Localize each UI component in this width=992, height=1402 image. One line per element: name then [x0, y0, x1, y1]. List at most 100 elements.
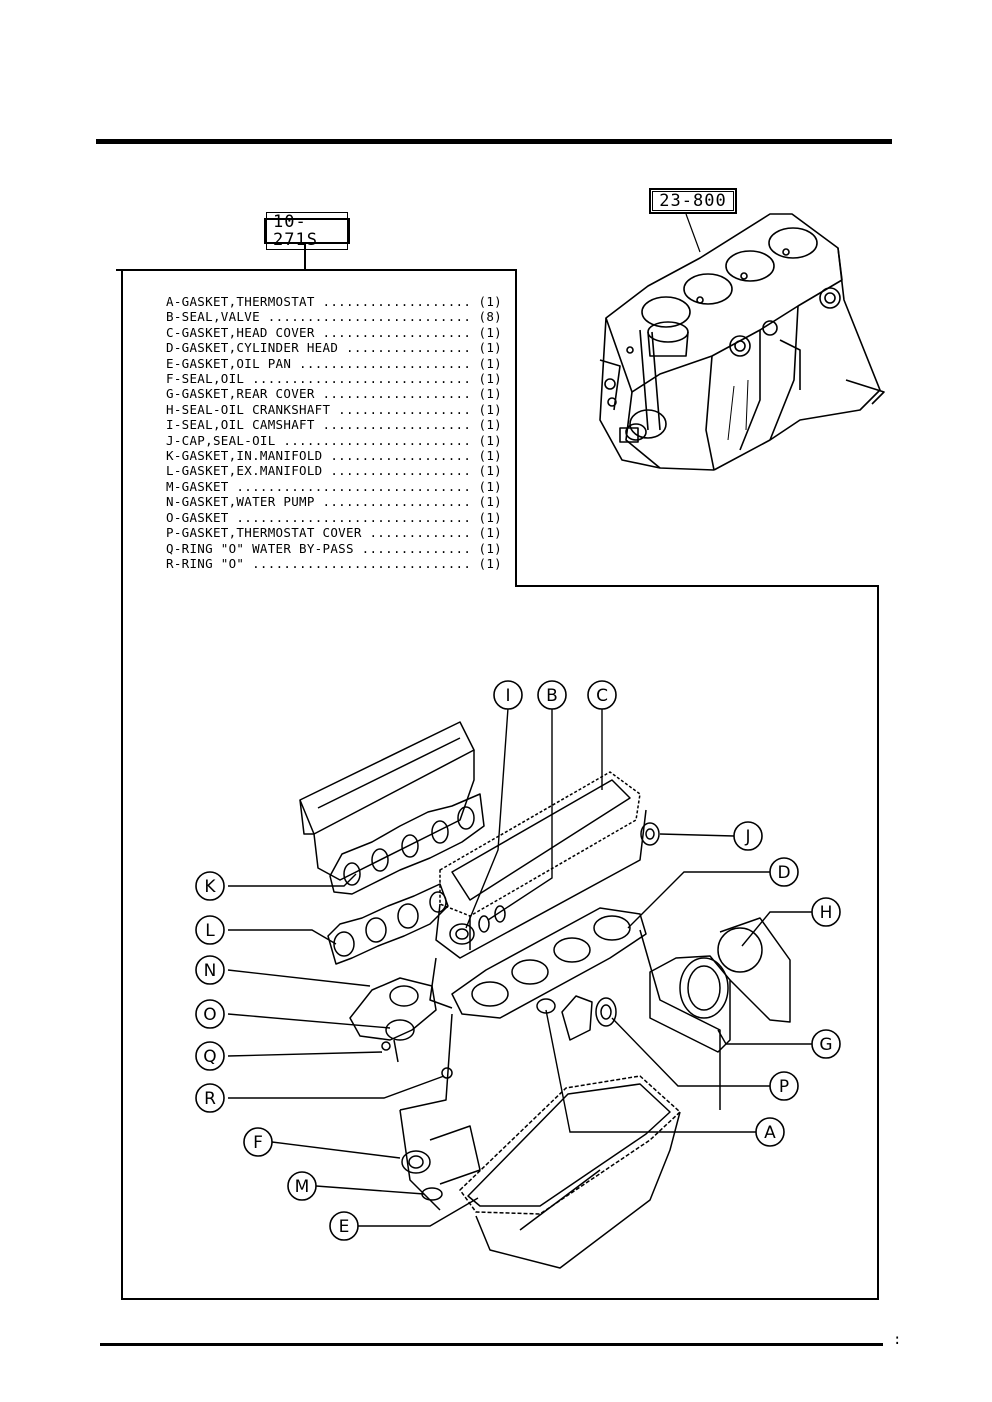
- callout-M: M: [287, 1171, 317, 1201]
- parts-list-item: F-SEAL,OIL (1): [166, 371, 502, 386]
- part-quantity: (1): [478, 386, 502, 402]
- callout-G: G: [811, 1029, 841, 1059]
- part-label: K-GASKET,IN.MANIFOLD: [166, 448, 474, 463]
- callout-J: J: [733, 821, 763, 851]
- part-label: I-SEAL,OIL CAMSHAFT: [166, 417, 474, 432]
- parts-list-item: E-GASKET,OIL PAN (1): [166, 356, 502, 371]
- cylinder-block-reference: 23-800: [649, 188, 737, 214]
- page-mark: :: [893, 1332, 902, 1348]
- parts-list-item: H-SEAL-OIL CRANKSHAFT(1): [166, 402, 502, 417]
- callout-Q: Q: [195, 1041, 225, 1071]
- part-quantity: (1): [478, 401, 502, 417]
- part-quantity: (1): [478, 340, 502, 356]
- parts-list-item: G-GASKET,REAR COVER (1): [166, 386, 502, 401]
- callout-P: P: [769, 1071, 799, 1101]
- leader-K: [228, 873, 357, 887]
- svg-text:G: G: [819, 1035, 832, 1055]
- parts-list-item: B-SEAL,VALVE (8): [166, 309, 502, 324]
- leader-G: [717, 1029, 812, 1045]
- part-label: E-GASKET,OIL PAN: [166, 356, 474, 371]
- leader-M: [315, 1185, 425, 1195]
- leader-J: [659, 833, 735, 837]
- part-quantity: (1): [478, 494, 502, 510]
- parts-list-item: M-GASKET(1): [166, 479, 502, 494]
- part-quantity: (1): [478, 540, 502, 556]
- callout-I: I: [493, 680, 523, 710]
- svg-text:M: M: [295, 1177, 310, 1197]
- parts-list-item: N-GASKET,WATER PUMP (1): [166, 494, 502, 509]
- part-quantity: (1): [478, 294, 502, 309]
- parts-list-item: I-SEAL,OIL CAMSHAFT (1): [166, 417, 502, 432]
- part-label: G-GASKET,REAR COVER: [166, 386, 474, 401]
- callout-circles: I B C J D K H L N O G Q P R A F M E: [195, 680, 841, 1241]
- parts-list-item: J-CAP,SEAL-OIL (1): [166, 433, 502, 448]
- part-label: P-GASKET,THERMOSTAT COVER: [166, 525, 474, 540]
- leader-R: [228, 1075, 445, 1099]
- svg-text:I: I: [505, 686, 510, 706]
- parts-list-item: C-GASKET,HEAD COVER(1): [166, 325, 502, 340]
- callout-O: O: [195, 999, 225, 1029]
- part-label: F-SEAL,OIL: [166, 371, 474, 386]
- svg-text:R: R: [204, 1089, 216, 1109]
- part-label: C-GASKET,HEAD COVER: [166, 325, 474, 340]
- kit-frame: [116, 269, 879, 1300]
- callout-K: K: [195, 871, 225, 901]
- callout-N: N: [195, 955, 225, 985]
- svg-text:E: E: [339, 1217, 350, 1237]
- parts-list-item: D-GASKET,CYLINDER HEAD(1): [166, 340, 502, 355]
- part-quantity: (1): [478, 463, 502, 479]
- leader-L: [228, 929, 337, 945]
- parts-list-item: P-GASKET,THERMOSTAT COVER (1): [166, 525, 502, 540]
- callout-B: B: [537, 680, 567, 710]
- callout-D: D: [769, 857, 799, 887]
- part-quantity: (1): [478, 448, 502, 464]
- part-label: O-GASKET: [166, 510, 474, 525]
- leader-P: [611, 1017, 770, 1087]
- parts-list-item: K-GASKET,IN.MANIFOLD (1): [166, 448, 502, 463]
- parts-list-item: Q-RING "O" WATER BY-PASS (1): [166, 541, 502, 556]
- parts-list-item: R-RING "O" (1): [166, 556, 502, 571]
- part-label: R-RING "O": [166, 556, 474, 571]
- leader-H: [741, 911, 812, 947]
- parts-list: A-GASKET,THERMOSTAT(1)B-SEAL,VALVE(8)C-G…: [166, 294, 502, 571]
- svg-text:P: P: [779, 1077, 789, 1097]
- part-label: Q-RING "O" WATER BY-PASS: [166, 541, 474, 556]
- svg-text:K: K: [204, 877, 216, 897]
- part-quantity: (1): [478, 432, 502, 448]
- part-quantity: (1): [478, 525, 502, 541]
- svg-text:B: B: [546, 686, 558, 706]
- svg-text:A: A: [764, 1123, 776, 1143]
- parts-list-item: L-GASKET,EX.MANIFOLD(1): [166, 463, 502, 478]
- callout-E: E: [329, 1211, 359, 1241]
- part-label: A-GASKET,THERMOSTAT: [166, 294, 474, 309]
- part-quantity: (8): [478, 309, 502, 325]
- leader-D: [627, 871, 770, 929]
- leader-Q: [227, 1051, 383, 1057]
- callout-C: C: [587, 680, 617, 710]
- part-quantity: (1): [478, 478, 502, 494]
- gasket-set-illustration: [299, 721, 791, 1269]
- part-label: J-CAP,SEAL-OIL: [166, 433, 474, 448]
- callout-leaders: [227, 707, 812, 1227]
- leader-E: [358, 1197, 479, 1227]
- svg-text:H: H: [820, 903, 833, 923]
- part-quantity: (1): [478, 371, 502, 387]
- leader-O: [227, 1013, 391, 1029]
- part-label: N-GASKET,WATER PUMP: [166, 494, 474, 509]
- svg-text:F: F: [253, 1133, 263, 1153]
- callout-L: L: [195, 915, 225, 945]
- part-quantity: (1): [478, 555, 502, 571]
- cylinder-block-illustration: [599, 213, 885, 471]
- callout-F: F: [243, 1127, 273, 1157]
- callout-H: H: [811, 897, 841, 927]
- gasket-kit-reference-number: 10-271S: [266, 212, 348, 250]
- part-label: B-SEAL,VALVE: [166, 309, 474, 324]
- gasket-kit-reference: 10-271S: [264, 212, 350, 250]
- svg-text:C: C: [596, 686, 608, 706]
- svg-text:O: O: [203, 1005, 216, 1025]
- part-quantity: (1): [478, 355, 502, 371]
- cylinder-block-reference-number: 23-800: [652, 191, 734, 211]
- callout-A: A: [755, 1117, 785, 1147]
- svg-text:L: L: [205, 921, 215, 941]
- part-quantity: (1): [478, 417, 502, 433]
